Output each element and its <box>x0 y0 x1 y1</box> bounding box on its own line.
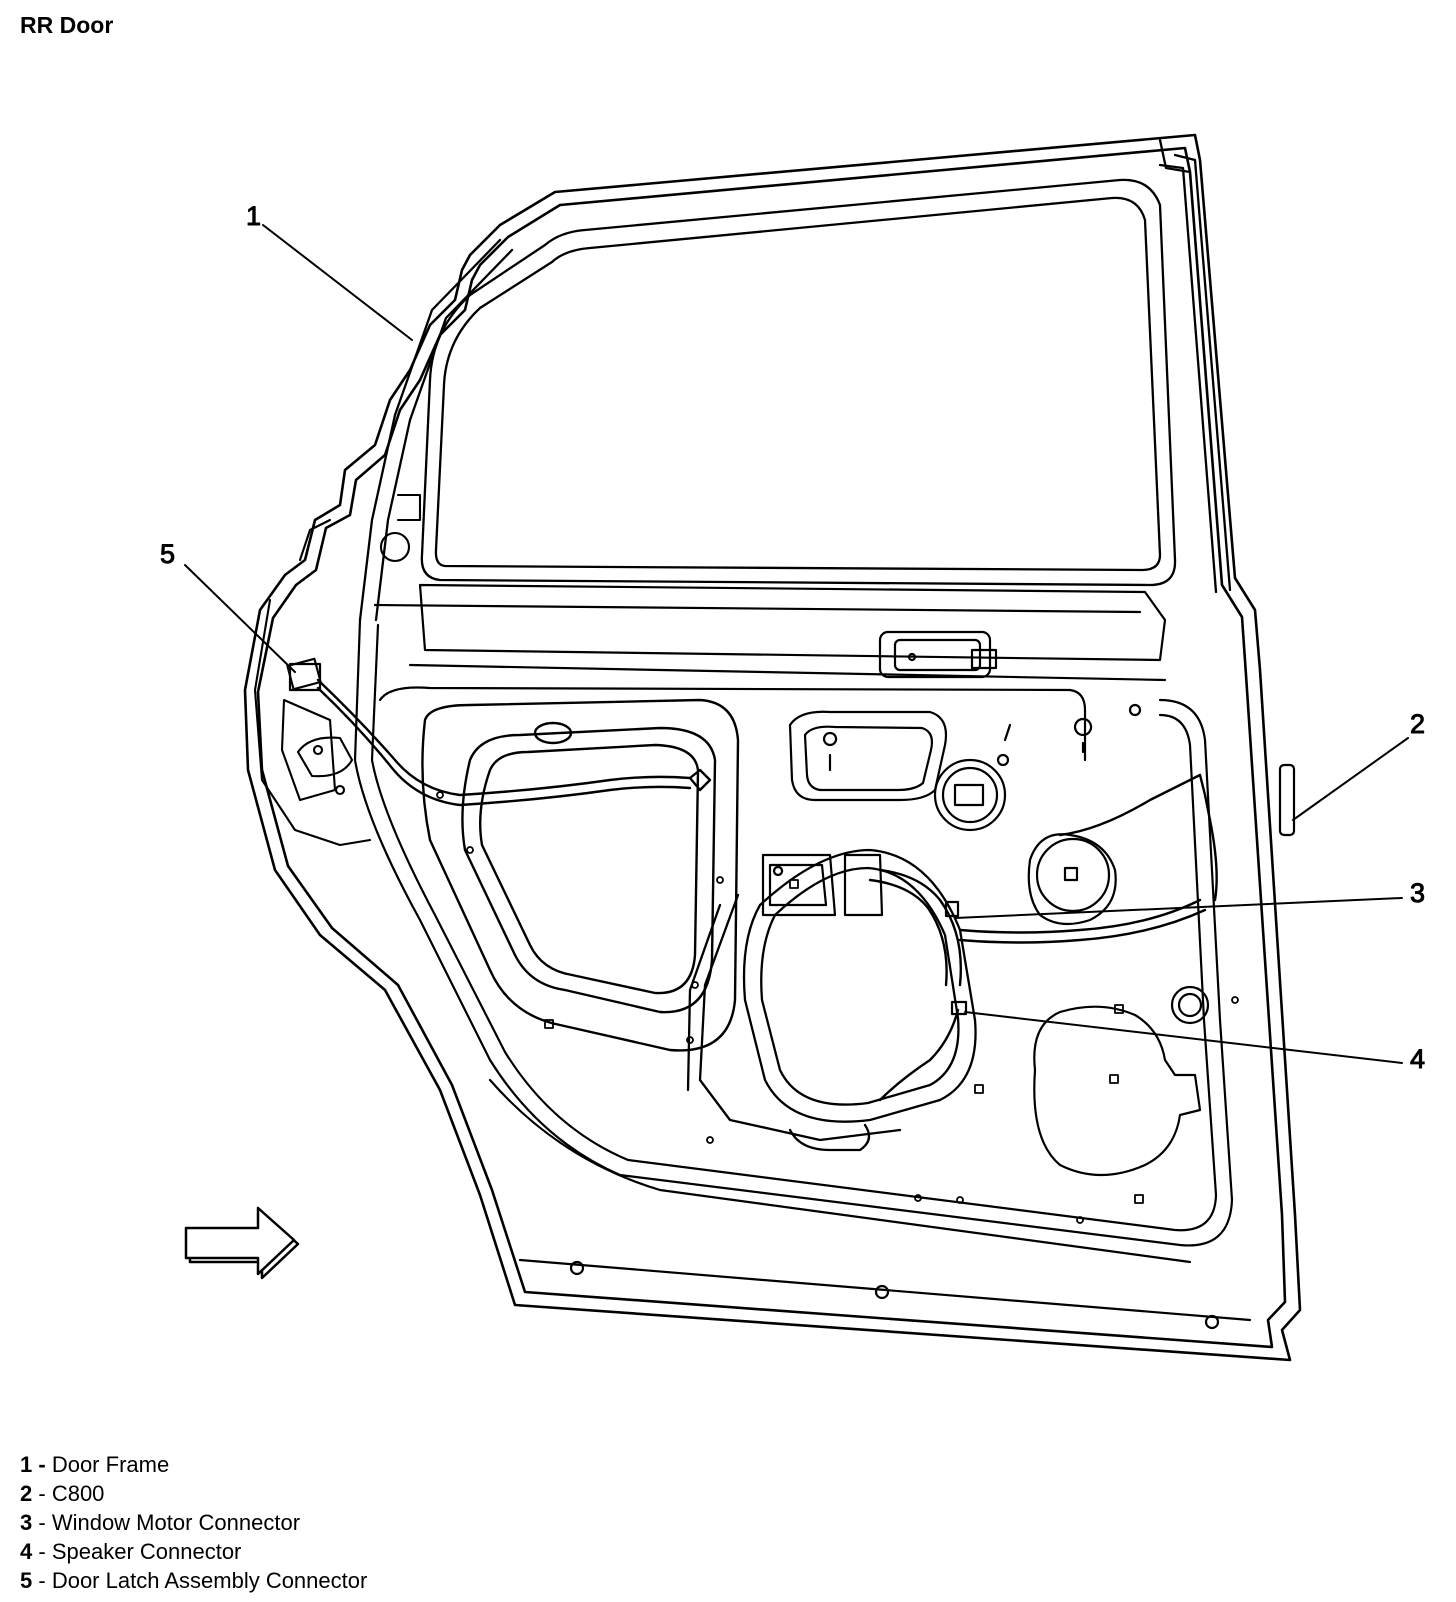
inner-panel-perimeter <box>353 618 1252 1330</box>
speaker-mount <box>1027 833 1210 1177</box>
callout-number-5: 5 <box>160 539 175 569</box>
callout-number-2: 2 <box>1410 709 1425 739</box>
leader-1 <box>262 224 413 341</box>
motor-bracket <box>761 703 1142 917</box>
leader-3 <box>954 897 1403 919</box>
legend-item-2: 2 - C800 <box>20 1481 105 1506</box>
regulator-track <box>686 848 977 1152</box>
diagram-title: RR Door <box>20 12 114 38</box>
callout-number-4: 4 <box>1410 1044 1425 1074</box>
left-access-opening <box>421 698 740 1052</box>
connector-door-latch <box>288 662 322 692</box>
legend-item-4: 4 - Speaker Connector <box>20 1539 242 1564</box>
leader-4 <box>964 1011 1403 1064</box>
window-frame <box>358 138 1232 622</box>
callout-number-3: 3 <box>1410 878 1425 908</box>
callout-number-1: 1 <box>246 201 261 231</box>
connector-window-motor <box>944 900 960 918</box>
belt-line-rails <box>373 583 1167 762</box>
door-frame-outline <box>243 133 1302 1362</box>
wiring-harness <box>316 678 1218 1102</box>
legend-item-5: 5 - Door Latch Assembly Connector <box>20 1568 368 1593</box>
connector-c800 <box>1278 763 1296 837</box>
latch-area <box>253 493 422 847</box>
connector-speaker <box>950 1000 968 1016</box>
panel-holes <box>436 791 1239 1224</box>
leader-2 <box>1292 737 1409 821</box>
callout-leaders <box>184 224 1409 1064</box>
leader-5 <box>184 564 296 673</box>
legend-item-3: 3 - Window Motor Connector <box>20 1510 301 1535</box>
legend: 1 - Door Frame 2 - C800 3 - Window Motor… <box>20 1450 367 1595</box>
direction-arrow-icon <box>184 1206 300 1280</box>
legend-item-1: 1 - Door Frame <box>20 1452 170 1477</box>
